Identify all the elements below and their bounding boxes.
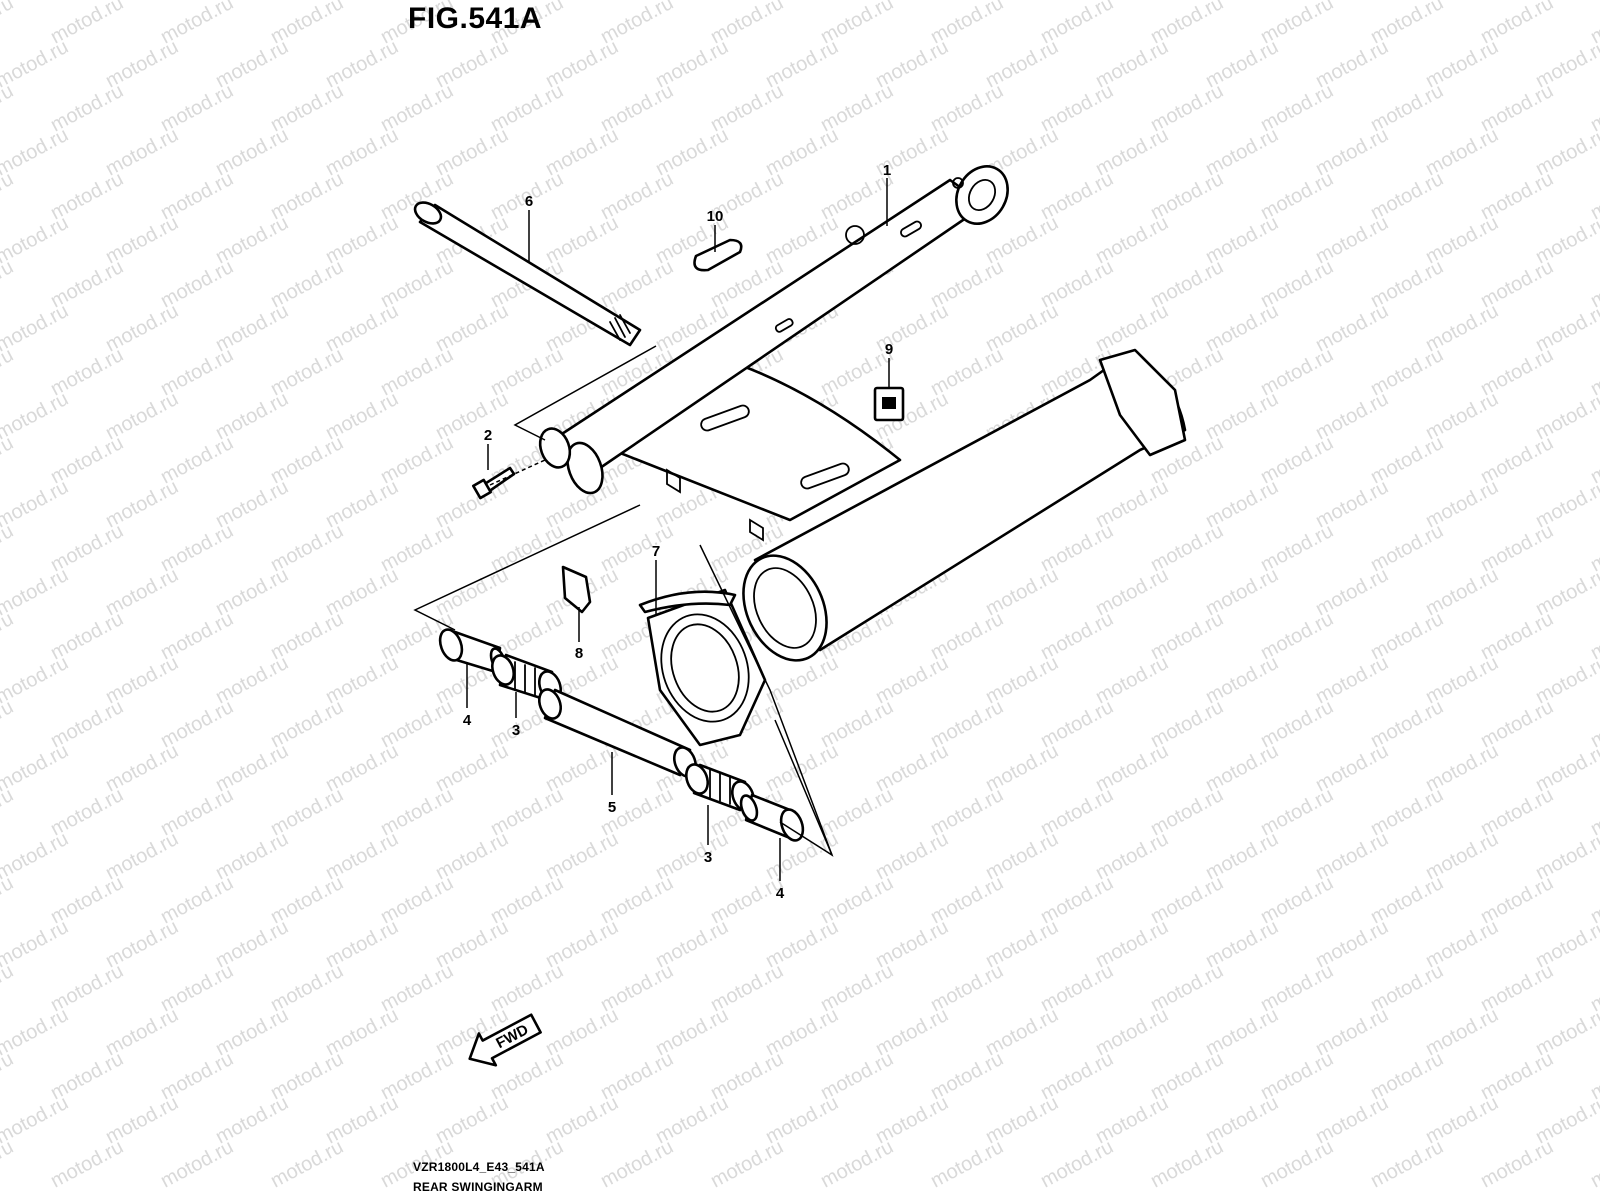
clip-part	[561, 565, 592, 614]
model-code: VZR1800L4_E43_541A	[413, 1160, 545, 1174]
callout-5: 5	[608, 799, 616, 816]
callout-6: 6	[525, 193, 533, 210]
bushing-right-part	[739, 793, 805, 842]
callout-9: 9	[885, 341, 893, 358]
assembly-leader-lines	[413, 345, 834, 857]
callout-3a: 3	[512, 722, 520, 739]
label-plate-part	[873, 386, 905, 422]
callout-8: 8	[575, 645, 583, 662]
fwd-arrow-icon: FWD	[468, 1013, 542, 1067]
boot-cover-part	[638, 588, 767, 747]
figure-name: REAR SWINGINGARM	[413, 1180, 543, 1194]
callout-leaders	[466, 178, 890, 881]
bolt-part	[472, 466, 516, 500]
callout-10: 10	[707, 208, 724, 225]
swingarm-drawing	[538, 165, 1187, 662]
spacer-tube-part	[537, 688, 698, 778]
callout-1: 1	[883, 162, 891, 179]
callout-7: 7	[652, 543, 660, 560]
cap-part	[693, 238, 743, 272]
callout-3b: 3	[704, 849, 712, 866]
callout-4b: 4	[776, 885, 785, 902]
pivot-shaft-part	[413, 201, 642, 347]
figure-title: FIG.541A	[408, 2, 543, 35]
callouts: 1 2 3 3 4 4 5 6 7 8 9 10	[463, 162, 893, 902]
callout-2: 2	[484, 427, 492, 444]
callout-4a: 4	[463, 712, 472, 729]
